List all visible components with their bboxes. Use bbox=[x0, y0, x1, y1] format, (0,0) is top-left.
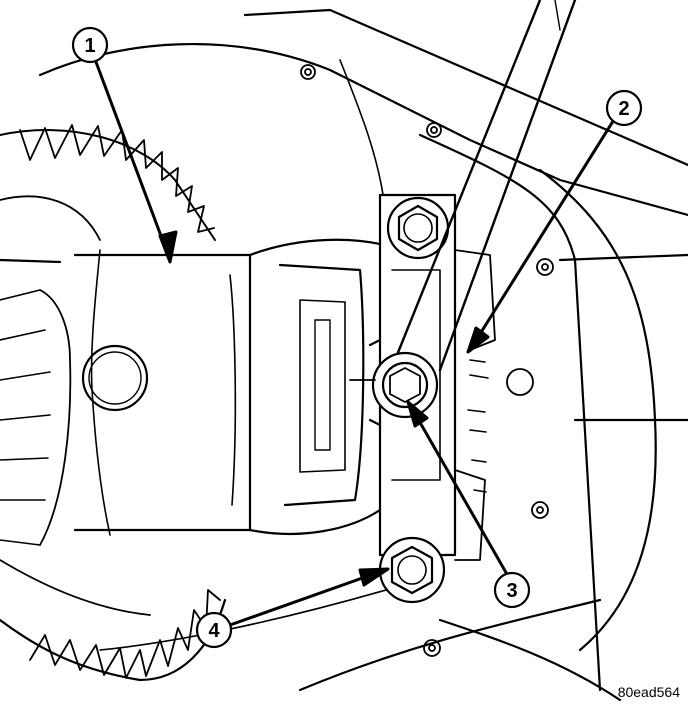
callout-1-label: 1 bbox=[84, 35, 95, 57]
differential-case bbox=[73, 238, 387, 536]
axle-housing bbox=[38, 8, 688, 702]
callout-4-label: 4 bbox=[208, 620, 220, 642]
callout-3: 3 bbox=[493, 571, 531, 609]
leader-lines bbox=[94, 60, 617, 627]
bearing-cap-bolt-bottom bbox=[378, 536, 446, 604]
callout-4: 4 bbox=[195, 611, 233, 649]
callout-2-label: 2 bbox=[618, 98, 629, 120]
callout-2: 2 bbox=[605, 89, 643, 127]
cover-bolt-holes bbox=[300, 64, 554, 657]
callout-1: 1 bbox=[71, 26, 109, 64]
adjuster-wrench-tool bbox=[349, 0, 577, 419]
figure-code: 80ead564 bbox=[617, 684, 680, 700]
callout-3-label: 3 bbox=[506, 580, 517, 602]
